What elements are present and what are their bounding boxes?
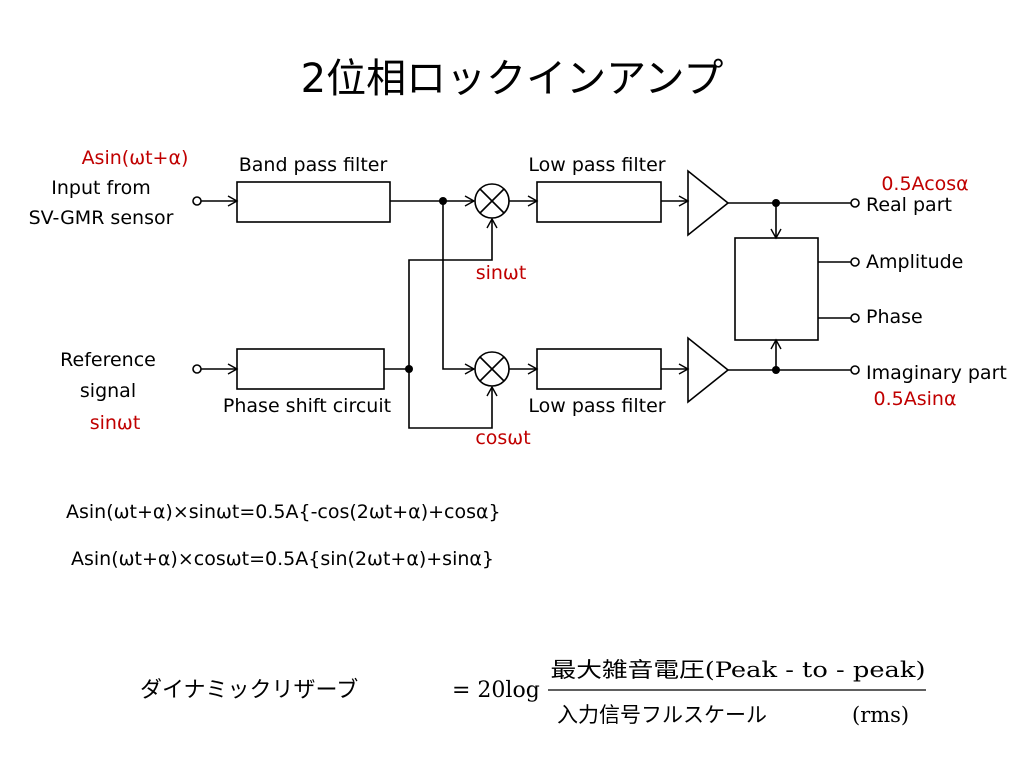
amplifier-bottom-icon [687, 336, 730, 404]
imag-value-label: 0.5Asinα [874, 388, 957, 410]
reference-label-line2: signal [80, 380, 136, 402]
amplifier-top-icon [687, 169, 730, 237]
reference-terminal [192, 364, 202, 374]
low-pass-filter-bottom-block [536, 348, 662, 390]
input-terminal [192, 196, 202, 206]
phase-shift-circuit-block [236, 348, 385, 390]
equation-sin-product: Asin(ωt+α)×sinωt=0.5A{-cos(2ωt+α)+cosα} [66, 501, 501, 523]
band-pass-filter-block [236, 181, 391, 223]
dynamic-reserve-formula: ダイナミックリザーブ = 20log 最大雑音電圧(Peak - to - pe… [140, 658, 926, 727]
imaginary-part-terminal [850, 365, 860, 375]
diagram-labels: Asin(ωt+α) Input from SV-GMR sensor Band… [29, 147, 1007, 449]
input-label-line1: Input from [51, 177, 150, 199]
dynamic-reserve-label: ダイナミックリザーブ [140, 678, 358, 703]
formula-denominator: 入力信号フルスケール [557, 703, 767, 727]
band-pass-filter-label: Band pass filter [239, 154, 388, 176]
phase-terminal [850, 313, 860, 323]
input-signal-label: Asin(ωt+α) [82, 147, 189, 169]
real-part-label: Real part [866, 194, 952, 216]
mixer-top-reference-label: sinωt [476, 262, 527, 284]
wire-sin-reference [408, 217, 498, 369]
low-pass-filter-bottom-label: Low pass filter [528, 395, 665, 417]
wire-signal-to-mixer-bottom [442, 201, 476, 375]
formula-equals-log: = 20log [452, 678, 540, 703]
mixer-bottom-icon [474, 351, 510, 387]
formula-denominator-unit: (rms) [852, 703, 909, 727]
formula-numerator: 最大雑音電圧(Peak - to - peak) [551, 658, 926, 682]
wire-cos-reference [408, 369, 498, 429]
calculation-block [734, 237, 819, 341]
amplitude-terminal [850, 257, 860, 267]
real-part-terminal [850, 198, 860, 208]
low-pass-filter-top-label: Low pass filter [528, 154, 665, 176]
phase-shift-circuit-label: Phase shift circuit [223, 395, 391, 417]
low-pass-filter-top-block [536, 181, 662, 223]
mixer-top-icon [474, 183, 510, 219]
imaginary-part-label: Imaginary part [866, 362, 1007, 384]
input-label-line2: SV-GMR sensor [29, 207, 174, 229]
mixer-bottom-reference-label: cosωt [475, 427, 530, 449]
reference-signal-label: sinωt [90, 412, 141, 434]
amplitude-label: Amplitude [866, 251, 963, 273]
phase-label: Phase [866, 306, 923, 328]
equation-cos-product: Asin(ωt+α)×cosωt=0.5A{sin(2ωt+α)+sinα} [71, 548, 494, 570]
block-diagram [192, 169, 860, 429]
reference-label-line1: Reference [60, 349, 156, 371]
page-title: 2位相ロックインアンプ [301, 56, 724, 102]
real-value-label: 0.5Acosα [881, 173, 968, 195]
